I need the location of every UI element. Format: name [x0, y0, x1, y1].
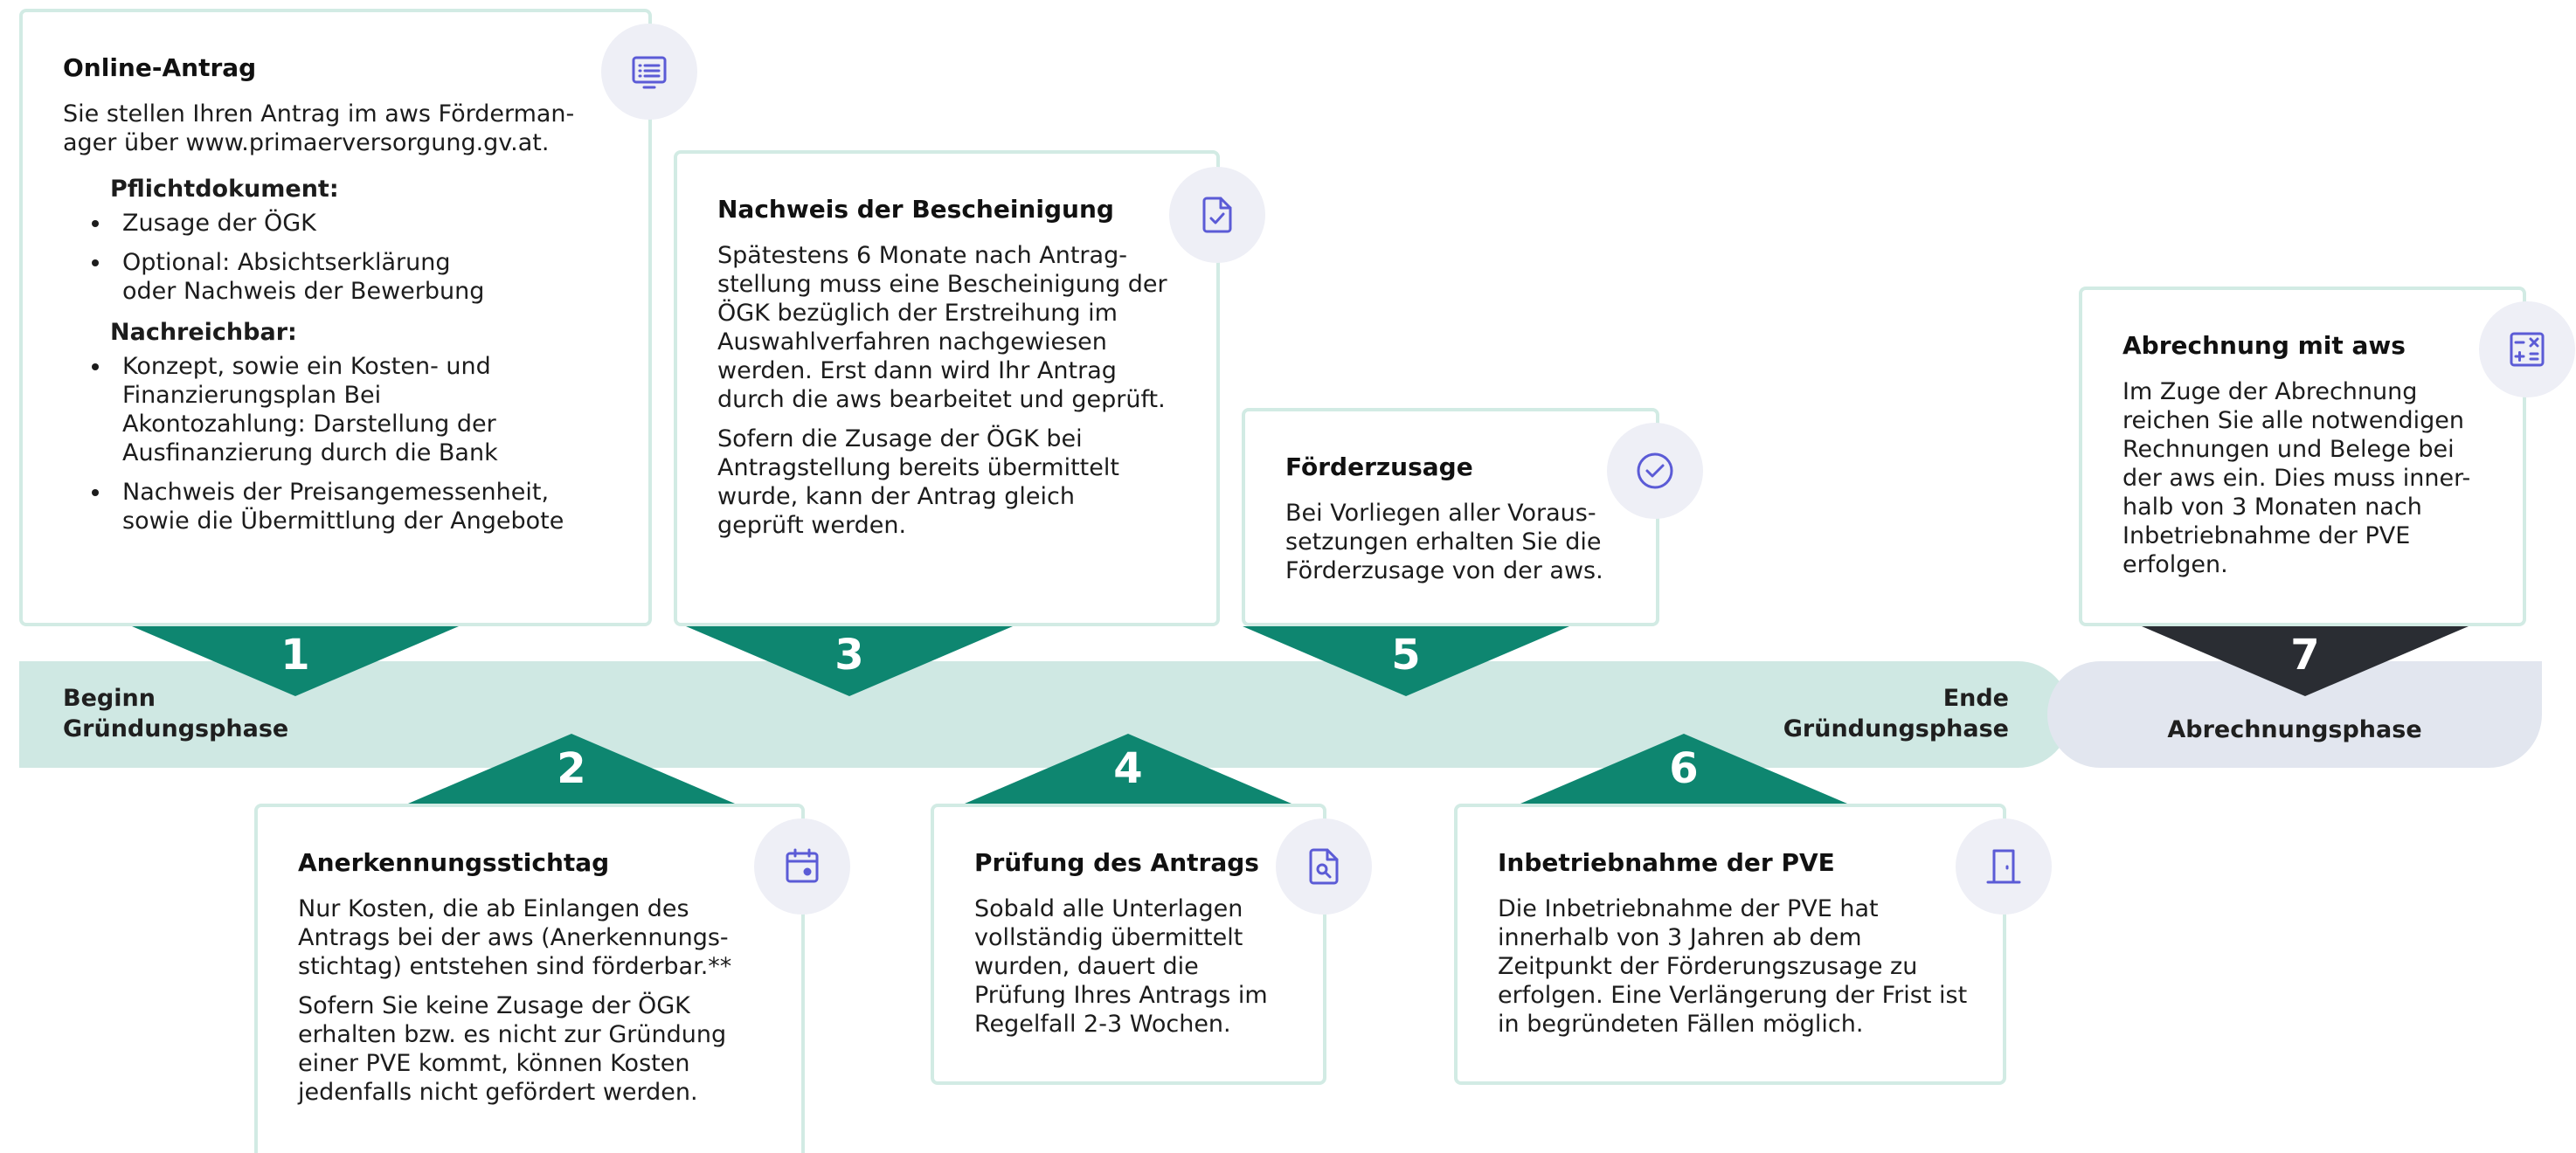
phase-end-line2: Gründungsphase [1783, 715, 2009, 742]
step-1-card: Online-Antrag Sie stellen Ihren Antrag i… [19, 9, 652, 626]
step-7-marker [2142, 626, 2469, 698]
step-5-paragraph-1: Bei Vorliegen aller Voraus-setzungen erh… [1285, 500, 1603, 584]
step-1-marker [132, 626, 459, 698]
step-1-required-list: Zusage der ÖGK Optional: Absichtserkläru… [82, 209, 613, 306]
phase-begin-line1: Beginn [63, 685, 156, 712]
door-icon [1956, 818, 2052, 915]
calculator-icon [2479, 301, 2575, 397]
step-1-title: Online-Antrag [63, 53, 257, 82]
phase-begin-line2: Gründungsphase [63, 715, 289, 742]
step-1-text-line1: Sie stellen Ihren Antrag im aws Förderma… [63, 100, 575, 128]
step-5-marker [1243, 626, 1569, 698]
step-6-title: Inbetriebnahme der PVE [1498, 848, 1835, 877]
step-7-title: Abrechnung mit aws [2122, 331, 2406, 360]
document-check-icon [1169, 167, 1265, 263]
step-5-number: 5 [1391, 631, 1421, 680]
step-4-card: Prüfung des Antrags Sobald alle Unterlag… [931, 804, 1326, 1085]
step-6-marker [1520, 732, 1847, 804]
step-4-marker [965, 732, 1291, 804]
list-item: Nachweis der Preisangemessenheit, sowie … [112, 478, 612, 535]
step-3-paragraph-1: Spätestens 6 Monate nach Antrag-stellung… [717, 242, 1167, 413]
step-2-title: Anerkennungsstichtag [298, 848, 610, 877]
step-1-number: 1 [280, 631, 310, 680]
step-1-required-heading: Pflichtdokument: [110, 176, 339, 203]
step-3-paragraph-2: Sofern die Zusage der ÖGK bei Antragstel… [717, 425, 1119, 539]
list-item: Optional: Absichtserklärung oder Nachwei… [112, 248, 498, 306]
step-5-card: Förderzusage Bei Vorliegen aller Voraus-… [1242, 408, 1659, 626]
document-search-icon [1276, 818, 1372, 915]
step-7-card: Abrechnung mit aws Im Zuge der Abrechnun… [2079, 287, 2526, 626]
step-2-marker [408, 732, 735, 804]
step-6-card: Inbetriebnahme der PVE Die Inbetriebnahm… [1454, 804, 2006, 1085]
step-1-text: Sie stellen Ihren Antrag im aws Förderma… [63, 100, 613, 157]
list-item: Konzept, sowie ein Kosten- und Finanzier… [112, 352, 533, 467]
step-1-later-list: Konzept, sowie ein Kosten- und Finanzier… [82, 352, 613, 535]
step-7-paragraph-1: Im Zuge der Abrechnung reichen Sie alle … [2122, 378, 2471, 578]
phase-end-label: Ende Gründungsphase [1783, 683, 2009, 744]
phase-billing-label: Abrechnungsphase [2167, 716, 2422, 743]
list-item: Zusage der ÖGK [112, 209, 613, 238]
step-3-card: Nachweis der Bescheinigung Spätestens 6 … [674, 150, 1220, 626]
founding-phase-band [19, 661, 2071, 768]
step-3-number: 3 [834, 631, 864, 680]
list-icon [601, 24, 697, 120]
step-6-paragraph-1: Die Inbetriebnahme der PVE hat innerhalb… [1498, 895, 1968, 1038]
calendar-icon [754, 818, 850, 915]
step-1-text-line2: ager über www.primaerversorgung.gv.at. [63, 129, 550, 156]
step-2-card: Anerkennungsstichtag Nur Kosten, die ab … [254, 804, 805, 1153]
step-4-number: 4 [1113, 744, 1143, 793]
step-4-title: Prüfung des Antrags [974, 848, 1259, 877]
step-7-number: 7 [2290, 631, 2320, 680]
step-3-title: Nachweis der Bescheinigung [717, 195, 1114, 224]
step-3-marker [686, 626, 1013, 698]
check-circle-icon [1607, 423, 1703, 519]
step-2-paragraph-1: Nur Kosten, die ab Einlangen des Antrags… [298, 895, 732, 980]
step-2-paragraph-2: Sofern Sie keine Zusage der ÖGK erhalten… [298, 992, 727, 1106]
step-1-later-heading: Nachreichbar: [110, 319, 297, 346]
step-6-number: 6 [1669, 744, 1699, 793]
step-2-number: 2 [557, 744, 586, 793]
phase-end-line1: Ende [1942, 685, 2009, 712]
step-4-paragraph-1: Sobald alle Unterlagen vollständig überm… [974, 895, 1268, 1038]
phase-begin-label: Beginn Gründungsphase [63, 683, 288, 744]
step-5-title: Förderzusage [1285, 452, 1473, 481]
